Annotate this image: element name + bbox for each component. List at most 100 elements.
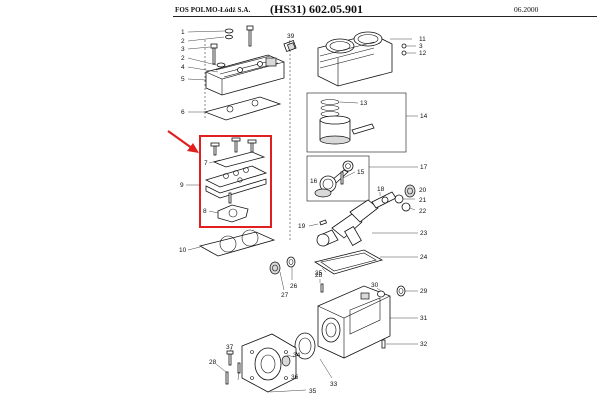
leader-35 <box>269 389 307 393</box>
callout-37: 37 <box>226 344 234 351</box>
manufacturer-name: FOS POLMO-Łódź S.A. <box>175 6 251 14</box>
callout-28: 28 <box>315 272 323 279</box>
leader-27 <box>279 271 285 291</box>
callout-6: 6 <box>181 109 185 116</box>
leader-34 <box>286 354 295 358</box>
callout-23: 23 <box>420 230 428 237</box>
callout-22: 22 <box>419 208 427 215</box>
leader-37 <box>229 347 233 352</box>
highlight-box <box>199 135 272 228</box>
shaft-seal-34 <box>281 355 291 367</box>
crankcase-31 <box>317 285 391 359</box>
cylinder-gasket-10 <box>198 229 276 257</box>
connecting-rod <box>319 160 354 193</box>
leader-39 <box>288 39 291 45</box>
callout-20: 20 <box>419 187 427 194</box>
bolt-28b <box>225 371 229 385</box>
callout-2: 2 <box>181 55 185 62</box>
callout-3: 3 <box>181 46 185 53</box>
revision-date: 06.2000 <box>514 5 539 14</box>
leader-19 <box>308 223 319 227</box>
callout-29: 29 <box>420 288 428 295</box>
bolt-32 <box>381 339 386 349</box>
head-bolt-1b <box>246 25 254 47</box>
callout-26: 26 <box>290 283 298 290</box>
document-header: FOS POLMO-Łódź S.A. (HS31) 602.05.901 06… <box>0 0 600 22</box>
leader-33 <box>319 358 333 379</box>
leaders-left <box>186 30 225 251</box>
callout-28: 28 <box>209 359 217 366</box>
leader-36 <box>237 371 240 381</box>
leader-28b <box>215 363 227 373</box>
callout-1: 1 <box>181 29 185 36</box>
head-gasket-6 <box>203 96 282 121</box>
gasket-33 <box>294 332 316 360</box>
piston-rings-13 <box>320 99 340 117</box>
callout-21: 21 <box>419 197 427 204</box>
washer-2a <box>224 28 234 34</box>
highlight-arrow <box>167 130 199 153</box>
crankshaft-23 <box>316 191 397 247</box>
callout-19: 19 <box>298 223 306 230</box>
callout-17: 17 <box>420 164 428 171</box>
connecting-rod-box-17 <box>306 155 370 202</box>
callout-5: 5 <box>181 76 185 83</box>
callout-7: 7 <box>204 160 208 167</box>
part-number-title: (HS31) 602.05.901 <box>270 2 363 16</box>
callout-13: 13 <box>360 100 368 107</box>
rear-cover-35 <box>241 333 297 393</box>
callout-4: 4 <box>181 64 185 71</box>
piston <box>319 115 375 145</box>
callout-14: 14 <box>420 113 428 120</box>
callout-34: 34 <box>293 352 301 359</box>
callout-10: 10 <box>179 247 187 254</box>
washer-3a <box>225 34 233 40</box>
plug-30 <box>377 290 385 298</box>
leader-25 <box>321 267 327 273</box>
base-gasket-24 <box>313 249 384 275</box>
callout-12: 12 <box>419 50 427 57</box>
cylinder-head-5 <box>205 54 285 96</box>
washer-3b <box>401 43 407 49</box>
callout-33: 33 <box>330 381 338 388</box>
callout-3: 3 <box>419 43 423 50</box>
valve-plate-assembly-9 <box>204 137 268 223</box>
piston-set-box-14 <box>306 92 407 153</box>
callout-32: 32 <box>420 341 428 348</box>
adapter-39 <box>283 40 297 52</box>
leader-22 <box>409 207 416 211</box>
callout-11: 11 <box>419 36 426 43</box>
callout-31: 31 <box>420 315 428 322</box>
bearing-27 <box>269 261 281 275</box>
cylinder-block-11 <box>317 31 393 87</box>
washer-2b <box>216 62 226 68</box>
callout-36: 36 <box>291 374 299 381</box>
callout-27: 27 <box>281 292 289 299</box>
callout-25: 25 <box>315 270 323 277</box>
callout-8: 8 <box>203 208 207 215</box>
bolt-37 <box>226 350 234 366</box>
oil-seal-26 <box>286 256 296 268</box>
leader-15 <box>342 171 356 179</box>
callout-30: 30 <box>371 282 379 289</box>
callout-35: 35 <box>309 388 317 395</box>
callout-15: 15 <box>357 169 365 176</box>
stud-28a <box>320 283 324 293</box>
leader-30 <box>376 287 382 292</box>
stud-12 <box>401 50 407 56</box>
head-bolt-1a <box>210 43 218 65</box>
callout-24: 24 <box>420 254 428 261</box>
callout-39: 39 <box>287 33 295 40</box>
stud-36 <box>237 362 241 374</box>
callout-18: 18 <box>377 186 385 193</box>
callout-16: 16 <box>310 178 318 185</box>
bearing-shell-16 <box>314 188 332 198</box>
callout-2: 2 <box>181 38 185 45</box>
key-19 <box>319 219 328 226</box>
callout-9: 9 <box>180 182 184 189</box>
leader-13 <box>339 101 359 104</box>
seal-ring-29 <box>396 285 406 297</box>
bearing-group-20-22 <box>381 184 416 212</box>
header-rule <box>173 16 597 17</box>
